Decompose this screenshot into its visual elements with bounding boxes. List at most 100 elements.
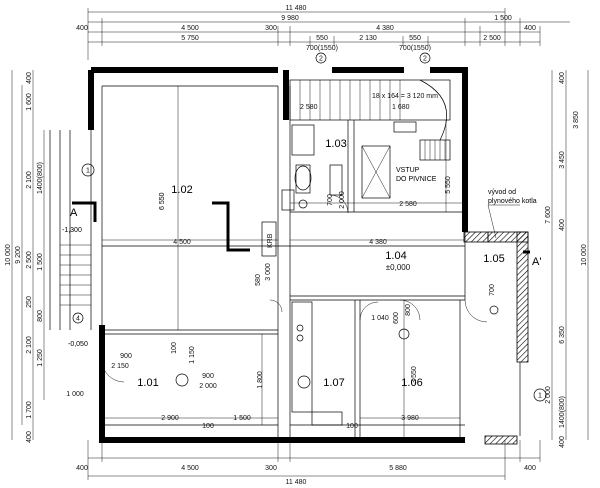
dim-right-seg-1: 3 450	[559, 151, 566, 169]
dim-left-overall: 10 000	[5, 244, 12, 266]
dim-right-seg-2: 3 850	[573, 111, 580, 129]
dim-6550: 6 550	[159, 192, 166, 210]
dim-580: 580	[255, 274, 262, 286]
fireplace-label: KRB	[267, 233, 274, 248]
label-do-pivnice: DO PIVNICE	[396, 176, 437, 183]
dim-1150: 1 150	[189, 346, 196, 364]
top-dimension-lines	[87, 8, 570, 60]
dim-bottom-inner-0: 1 000	[66, 391, 84, 398]
dim-700-b: 700	[489, 284, 496, 296]
dim-top-row3-2: 2 130	[359, 35, 377, 42]
dim-right-seg-5: 2 000	[545, 386, 552, 404]
dim-top-overall: 11 480	[286, 5, 307, 12]
axis-2-bubble-a: 2	[315, 52, 327, 64]
dim-900: 900	[120, 353, 132, 360]
room-1-04: 1.04	[385, 250, 406, 262]
left-dimension-lines	[11, 70, 45, 440]
dim-left-seg-1: 1 600	[26, 93, 33, 111]
section-a-left: A	[70, 207, 78, 219]
left-terrace-stairs	[49, 130, 92, 330]
dim-left-seg-10: 1 700	[26, 401, 33, 419]
exterior-walls	[88, 67, 468, 443]
dim-bottom-inner-3: 100	[202, 423, 214, 430]
svg-text:4: 4	[76, 316, 80, 323]
svg-text:1: 1	[86, 168, 90, 175]
brick-wall-hatched	[463, 231, 529, 445]
dim-800: 800	[405, 304, 412, 316]
axis-4-bubble: 4	[72, 312, 84, 324]
dim-left-seg-7: 800	[37, 310, 44, 322]
dim-right-seg-7: 400	[559, 436, 566, 448]
dim-right-inner: 7 600	[545, 206, 552, 224]
door-swings	[101, 194, 499, 387]
dim-left-inner: 9 200	[15, 246, 22, 264]
svg-text:2: 2	[423, 56, 427, 63]
dim-left-seg-0: 400	[26, 72, 33, 84]
room-1-04-level: ±0,000	[386, 263, 411, 272]
dim-bottom-2: 300	[265, 465, 277, 472]
dim-right-overall: 10 000	[581, 244, 588, 266]
dim-top-row3-3: 550	[409, 35, 421, 42]
dim-left-seg-5: 1 500	[37, 253, 44, 271]
dim-left-seg-8: 2 100	[26, 336, 33, 354]
dim-1680: 1 680	[392, 104, 410, 111]
dim-top-1500: 1 500	[494, 15, 512, 22]
bottom-dimension-lines	[87, 440, 541, 480]
dim-right-seg-3: 400	[559, 219, 566, 231]
room-1-03: 1.03	[325, 138, 346, 150]
label-vyvod-2: plynového kotla	[488, 198, 537, 205]
svg-text:1: 1	[538, 393, 542, 400]
dim-right-seg-4: 6 350	[559, 326, 566, 344]
dim-top-row3-4: 2 500	[483, 35, 501, 42]
dim-bottom-inner-1: 2 900	[161, 415, 179, 422]
dim-left-seg-6: 250	[26, 296, 33, 308]
vyvod-leader-arrow	[487, 204, 497, 239]
staircase-top	[289, 79, 451, 161]
fireplace	[261, 221, 277, 257]
room-1-07: 1.07	[323, 377, 344, 389]
inner-dimension-lines	[102, 86, 465, 440]
dim-left-seg-9: 1 250	[37, 349, 44, 367]
svg-text:2: 2	[319, 56, 323, 63]
dim-600: 600	[393, 312, 400, 324]
dim-left-seg-4: 2 500	[26, 251, 33, 269]
dim-bottom-3: 5 880	[389, 465, 407, 472]
dim-right-seg-6: 1400(800)	[559, 396, 566, 428]
dim-bottom-overall: 11 480	[286, 479, 307, 486]
dim-1040: 1 040	[371, 315, 389, 322]
section-a-right: A'	[532, 256, 541, 268]
dim-top-row3-1: 550	[316, 35, 328, 42]
room-1-02: 1.02	[171, 184, 192, 196]
interior-walls	[101, 85, 521, 440]
dim-1800: 1 800	[257, 371, 264, 389]
dim-top-row2-0: 400	[76, 25, 88, 32]
dim-2150: 2 150	[111, 363, 129, 370]
dim-bottom-inner-4: 3 980	[401, 415, 419, 422]
dim-700: 700	[327, 194, 334, 206]
kitchen-counter	[291, 301, 343, 426]
dim-top-row2-2: 300	[265, 25, 277, 32]
axis-1-bubble-left: 1	[81, 163, 95, 177]
dim-left-seg-11: 400	[26, 431, 33, 443]
dim-100: 100	[171, 342, 178, 354]
dim-bottom-inner-2: 1 500	[233, 415, 251, 422]
dim-3000: 3 000	[265, 263, 272, 281]
stair-formula: 18 x 164 = 3 120 mm	[372, 93, 438, 100]
dim-top-row2-4: 400	[524, 25, 536, 32]
dim-top-row3-0: 5 750	[181, 35, 199, 42]
room-1-05: 1.05	[483, 253, 504, 265]
room-1-01: 1.01	[137, 377, 158, 389]
dim-2580-top: 2 580	[300, 104, 318, 111]
dim-2000-b: 2 000	[199, 383, 217, 390]
dim-bottom-4: 400	[524, 465, 536, 472]
window-b-label: 700(1550)	[399, 45, 431, 52]
axis-2-bubble-b: 2	[419, 52, 431, 64]
level-minus-0050: -0,050	[68, 341, 88, 348]
dim-right-seg-0: 400	[559, 72, 566, 84]
axis-1-bubble-right: 1	[533, 388, 547, 402]
dim-bottom-0: 400	[76, 465, 88, 472]
dim-top-inner-span: 9 980	[281, 15, 299, 22]
right-dimension-lines	[551, 70, 589, 440]
dim-top-row2-3: 4 380	[376, 25, 394, 32]
dim-bottom-1: 4 500	[181, 465, 199, 472]
